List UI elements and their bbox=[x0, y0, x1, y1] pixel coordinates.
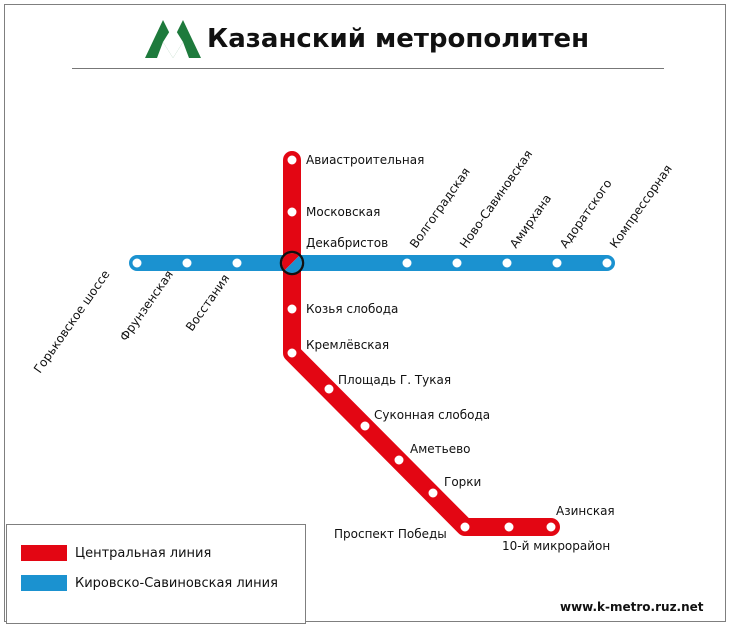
legend-kirovsko-swatch bbox=[21, 575, 67, 591]
legend-central: Центральная линия bbox=[21, 545, 211, 561]
page-title: Казанский метрополитен bbox=[207, 24, 590, 54]
legend-central-label: Центральная линия bbox=[75, 545, 212, 561]
map-legend: Центральная линия Кировско-Савиновская л… bbox=[6, 524, 306, 624]
legend-kirovsko: Кировско-Савиновская линия bbox=[21, 575, 278, 591]
legend-central-swatch bbox=[21, 545, 67, 561]
title-divider bbox=[72, 68, 664, 69]
website-link[interactable]: www.k-metro.ruz.net bbox=[560, 600, 704, 614]
legend-kirovsko-label: Кировско-Савиновская линия bbox=[75, 575, 278, 591]
metro-m-logo-icon bbox=[145, 20, 201, 58]
